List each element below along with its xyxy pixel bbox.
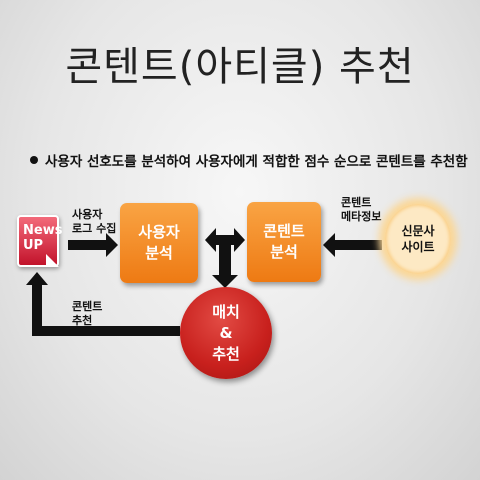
bullet-icon — [30, 156, 38, 164]
arrow-to-match — [212, 240, 238, 288]
node-newspaper-sites-line1: 신문사 — [401, 224, 435, 238]
logo-line-up: UP — [23, 238, 44, 253]
label-log-collect-line1: 사용자 — [72, 208, 103, 221]
label-content-recommend: 콘텐트 추천 — [72, 300, 102, 328]
description-text: 사용자 선호도를 분석하여 사용자에게 적합한 점수 순으로 콘텐트를 추천함 — [45, 154, 468, 170]
node-match-line1: 매치 — [212, 302, 240, 321]
node-content-analysis: 콘텐트 분석 — [247, 202, 321, 282]
node-match-line2: & — [219, 323, 233, 342]
logo-fold-icon — [46, 254, 59, 267]
news-up-logo: News UP — [17, 215, 63, 267]
node-newspaper-sites: 신문사 사이트 — [385, 204, 451, 274]
node-user-analysis: 사용자 분석 — [120, 203, 198, 283]
label-content-recommend-line1: 콘텐트 — [72, 300, 103, 313]
arrow-match-to-logo — [26, 272, 180, 336]
label-content-meta-line2: 메타정보 — [341, 210, 382, 223]
node-newspaper-sites-line2: 사이트 — [401, 240, 435, 254]
label-content-meta: 콘텐트 메타정보 — [341, 196, 381, 224]
arrow-logo-to-user — [68, 233, 118, 257]
node-match-recommend: 매치 & 추천 — [180, 287, 272, 379]
description-bullet: 사용자 선호도를 분석하여 사용자에게 적합한 점수 순으로 콘텐트를 추천함 — [30, 150, 468, 170]
node-user-analysis-line1: 사용자 — [138, 223, 180, 241]
node-match-line3: 추천 — [212, 344, 240, 363]
node-user-analysis-line2: 분석 — [145, 244, 173, 262]
node-content-analysis-line2: 분석 — [270, 243, 298, 261]
node-content-analysis-line1: 콘텐트 — [263, 222, 305, 240]
label-log-collect: 사용자 로그 수집 — [72, 208, 116, 236]
label-content-recommend-line2: 추천 — [72, 314, 93, 327]
label-content-meta-line1: 콘텐트 — [341, 196, 372, 209]
logo-line-news: News — [23, 223, 63, 238]
label-log-collect-line2: 로그 수집 — [72, 222, 117, 235]
page-title: 콘텐트(아티클) 추천 — [65, 44, 415, 90]
arrow-sites-to-content — [323, 233, 382, 257]
